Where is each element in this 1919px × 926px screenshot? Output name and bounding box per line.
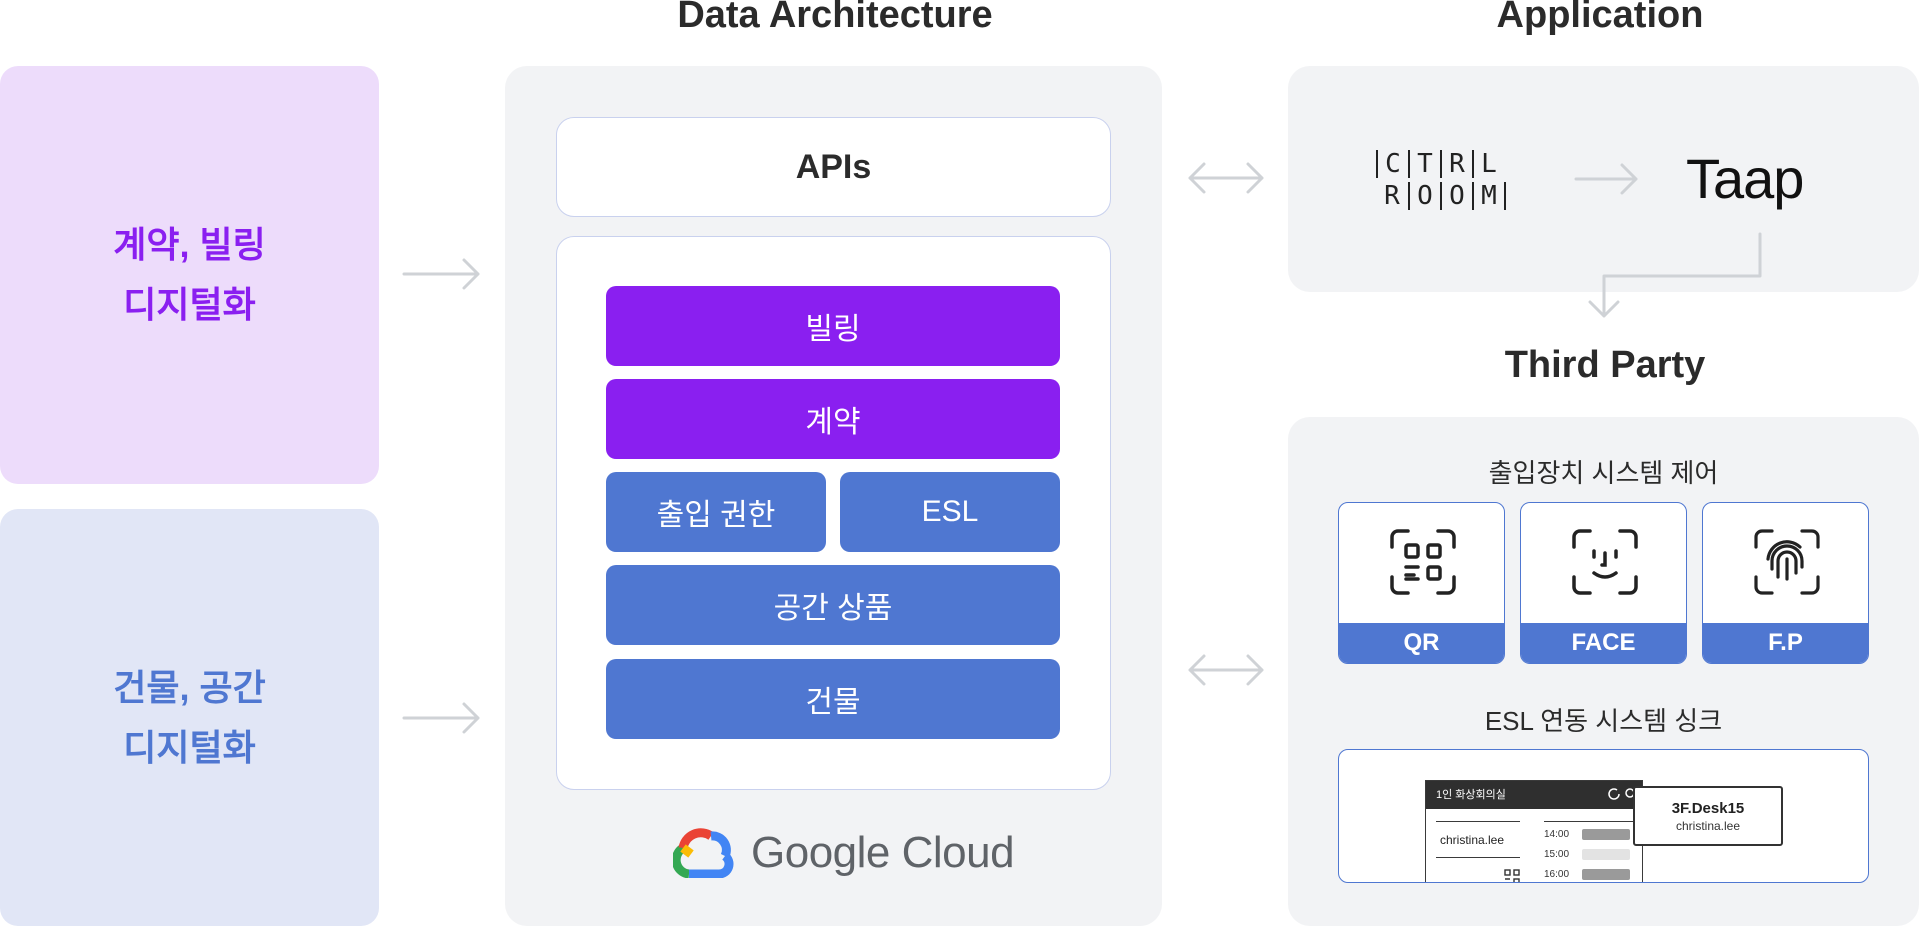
- esl-time-slot: [1582, 829, 1630, 840]
- apis-box: APIs: [556, 117, 1111, 217]
- esl-screen-divider: [1436, 821, 1520, 822]
- esl-qr-icon: [1504, 869, 1520, 882]
- esl-tag-user: christina.lee: [1675, 819, 1741, 833]
- fingerprint-device-card: F.P: [1702, 502, 1869, 664]
- space-product-block: 공간 상품: [606, 565, 1060, 645]
- esl-screen-user: christina.lee: [1440, 833, 1505, 847]
- esl-screen-divider: [1436, 857, 1520, 858]
- room-letter: O: [1449, 181, 1465, 211]
- billing-block: 빌링: [606, 286, 1060, 366]
- face-label: FACE: [1521, 623, 1686, 663]
- esl-time: 15:00: [1544, 849, 1570, 860]
- esl-mockup-frame: 1인 화상회의실 christina.lee 14:00 15:00 16:00…: [1338, 749, 1869, 883]
- access-permission-block: 출입 권한: [606, 472, 826, 552]
- google-cloud-logo: Google Cloud: [673, 820, 1015, 886]
- room-letter: O: [1417, 181, 1433, 211]
- qr-scan-icon: [1390, 529, 1456, 595]
- bidirectional-arrow-icon: [1186, 652, 1266, 688]
- google-cloud-icon: [673, 828, 734, 878]
- arrow-right-icon: [402, 256, 482, 292]
- building-card-line1: 건물, 공간: [113, 666, 266, 708]
- face-id-icon: [1572, 529, 1638, 595]
- face-device-card: FACE: [1520, 502, 1687, 664]
- ctrl-letter: L: [1481, 149, 1497, 179]
- esl-screen-header: 1인 화상회의실: [1426, 781, 1642, 809]
- access-control-title: 출입장치 시스템 제어: [1488, 458, 1719, 488]
- apis-label: APIs: [795, 147, 872, 186]
- room-letter: M: [1481, 181, 1497, 211]
- esl-time-slot: [1582, 869, 1630, 880]
- arrow-right-icon: [1574, 162, 1640, 196]
- esl-screen-title: 1인 화상회의실: [1436, 789, 1506, 801]
- elbow-arrow-down-icon: [1584, 232, 1764, 320]
- ctrl-letter: C: [1385, 149, 1401, 179]
- contract-block: 계약: [606, 379, 1060, 459]
- qr-label: QR: [1339, 623, 1504, 663]
- fingerprint-label: F.P: [1703, 623, 1868, 663]
- esl-sync-title: ESL 연동 시스템 싱크: [1484, 706, 1723, 736]
- ctrl-room-logo: C T R L R O O M: [1376, 148, 1532, 212]
- taap-logo: Taap: [1686, 147, 1804, 210]
- ctrl-letter: T: [1417, 149, 1433, 179]
- third-party-heading: Third Party: [1504, 344, 1706, 386]
- application-heading: Application: [1496, 0, 1704, 36]
- esl-tag-title: 3F.Desk15: [1671, 800, 1745, 817]
- esl-time-slot: [1582, 849, 1630, 860]
- building-block: 건물: [606, 659, 1060, 739]
- esl-time: 16:00: [1544, 869, 1570, 880]
- esl-tag-card: 3F.Desk15 christina.lee: [1633, 786, 1783, 846]
- ctrl-letter: R: [1449, 149, 1465, 179]
- esl-screen-divider: [1544, 821, 1634, 822]
- qr-device-card: QR: [1338, 502, 1505, 664]
- esl-screen: 1인 화상회의실 christina.lee 14:00 15:00 16:00: [1425, 780, 1643, 882]
- data-architecture-heading: Data Architecture: [677, 0, 993, 36]
- fingerprint-icon: [1754, 529, 1820, 595]
- contract-card-line1: 계약, 빌링: [113, 224, 266, 265]
- contract-billing-card: 계약, 빌링 디지털화: [0, 66, 379, 484]
- google-cloud-label: Google Cloud: [751, 828, 1015, 877]
- building-space-card: 건물, 공간 디지털화: [0, 509, 379, 926]
- esl-block: ESL: [840, 472, 1060, 552]
- room-letter: R: [1384, 181, 1400, 211]
- contract-card-line2: 디지털화: [123, 284, 256, 325]
- building-card-line2: 디지털화: [123, 726, 256, 768]
- esl-time: 14:00: [1544, 829, 1570, 840]
- arrow-right-icon: [402, 700, 482, 736]
- bidirectional-arrow-icon: [1186, 160, 1266, 196]
